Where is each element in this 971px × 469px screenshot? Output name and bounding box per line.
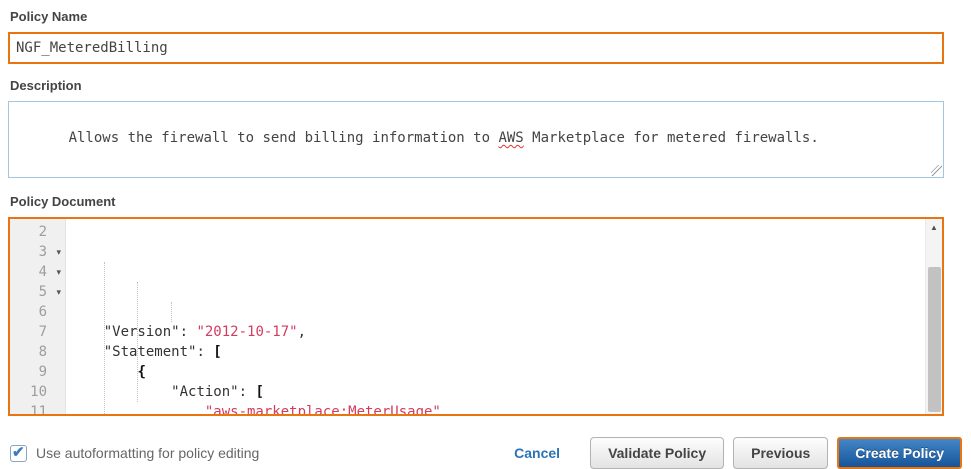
code-line[interactable]: "Action": [	[171, 384, 264, 400]
autoformat-label: Use autoformatting for policy editing	[36, 445, 260, 461]
code-line[interactable]: "aws-marketplace:MeterUsage"	[204, 404, 441, 414]
description-text: Allows the firewall to send billing info…	[68, 130, 499, 146]
line-number: 10	[30, 384, 47, 400]
policy-editor-gutter: 2 3▾ 4▾ 5▾ 6 7 8 9 10 11	[10, 219, 66, 414]
policy-name-label: Policy Name	[10, 9, 88, 24]
line-number: 3▾	[38, 244, 61, 260]
misspelled-word: AWS	[498, 130, 524, 146]
line-number: 2	[38, 224, 47, 240]
form-footer: Use autoformatting for policy editing Ca…	[8, 437, 963, 469]
action-buttons: Cancel Validate Policy Previous Create P…	[514, 437, 962, 469]
autoformat-checkbox[interactable]	[10, 443, 27, 462]
code-line[interactable]: {	[137, 364, 146, 380]
line-number: 9	[38, 364, 47, 380]
code-line[interactable]: "Statement": [	[103, 344, 222, 360]
line-number: 5▾	[38, 284, 61, 300]
scrollbar-thumb[interactable]	[928, 267, 941, 412]
fold-arrow-icon[interactable]: ▾	[56, 267, 61, 277]
line-number: 11	[30, 404, 47, 416]
description-text: Marketplace for metered firewalls.	[523, 130, 819, 146]
indent-guide	[171, 302, 173, 322]
previous-button[interactable]: Previous	[733, 437, 829, 469]
line-number: 8	[38, 344, 47, 360]
policy-name-input[interactable]	[8, 32, 944, 64]
policy-document-editor[interactable]: 2 3▾ 4▾ 5▾ 6 7 8 9 10 11 "Version": "2012-10-17",…	[8, 217, 944, 416]
validate-policy-button[interactable]: Validate Policy	[590, 437, 725, 469]
indent-guide	[103, 262, 105, 414]
editor-scrollbar[interactable]: ▲	[925, 219, 942, 414]
create-policy-button[interactable]: Create Policy	[837, 437, 962, 469]
autoformat-option[interactable]: Use autoformatting for policy editing	[10, 443, 260, 462]
policy-document-label: Policy Document	[10, 194, 116, 209]
scrollbar-up-arrow-icon[interactable]: ▲	[930, 222, 938, 232]
code-line[interactable]: "Version": "2012-10-17",	[103, 324, 307, 340]
description-textarea[interactable]: Allows the firewall to send billing info…	[8, 101, 944, 178]
line-number: 4▾	[38, 264, 61, 280]
cancel-link[interactable]: Cancel	[514, 445, 561, 461]
line-number: 6	[38, 304, 47, 320]
fold-arrow-icon[interactable]: ▾	[56, 247, 61, 257]
description-label: Description	[10, 78, 82, 93]
fold-arrow-icon[interactable]: ▾	[56, 287, 61, 297]
policy-editor-lines[interactable]: "Version": "2012-10-17", "Statement": [ …	[66, 219, 942, 414]
indent-guide	[137, 282, 139, 402]
resize-handle-icon[interactable]	[931, 165, 942, 176]
line-number: 7	[38, 324, 47, 340]
